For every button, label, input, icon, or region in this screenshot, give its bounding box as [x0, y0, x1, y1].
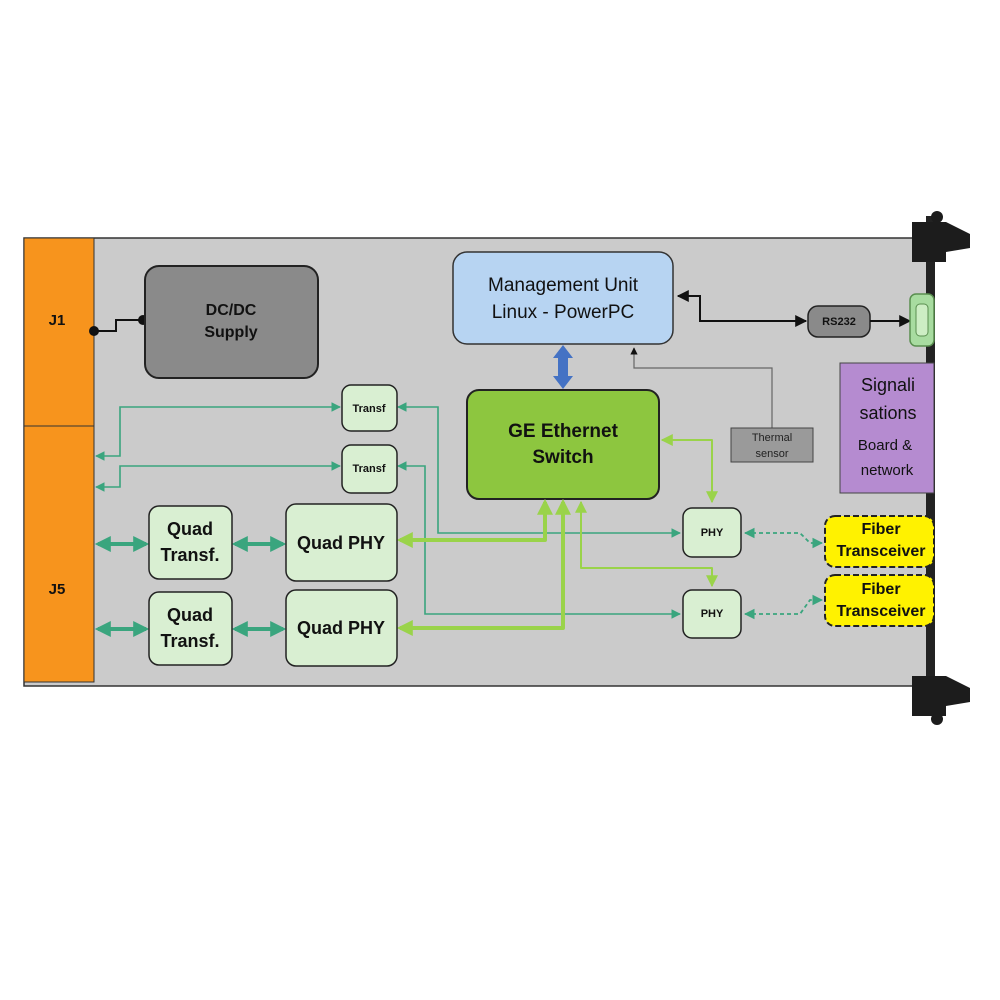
transf-block-2 [341, 444, 398, 494]
fiber-1-line1: Fiber [861, 521, 900, 538]
quad-transf-2-line2: Transf. [160, 631, 219, 651]
connector-j5 [23, 425, 95, 683]
quad-transf-block-1 [148, 505, 233, 580]
fiber-1-line2: Transceiver [837, 543, 926, 560]
phy-2-label: PHY [701, 608, 724, 620]
fiber-2-line2: Transceiver [837, 603, 926, 620]
phy-block-1 [682, 507, 742, 558]
wire-dot-j1 [89, 326, 99, 336]
quad-phy-block-1 [285, 503, 398, 582]
thermal-sensor-block [730, 427, 814, 463]
transf-label-2: Transf [352, 463, 385, 475]
fiber-transceiver-block-1 [824, 515, 935, 568]
rs232-port-inner [915, 303, 929, 337]
signalisations-label-line2: sations [859, 403, 916, 423]
quad-transf-1-line1: Quad [167, 519, 213, 539]
signalisations-label-line1: Signali [861, 375, 915, 395]
mgmt-switch-link [553, 345, 573, 389]
connector-j1 [23, 237, 95, 427]
mgmt-rs232-link [676, 290, 808, 327]
dcdc-label-line2: Supply [204, 324, 257, 341]
management-label-line1: Management Unit [488, 275, 639, 296]
connector-j5-label: J5 [49, 581, 66, 598]
quad-phy-1-label: Quad PHY [297, 533, 385, 553]
switch-phy-links [396, 434, 718, 636]
fiber-2-line1: Fiber [861, 581, 900, 598]
signalisations-label-line3: Board & [858, 437, 912, 454]
transf-block-1 [341, 384, 398, 432]
quad-phy-2-label: Quad PHY [297, 618, 385, 638]
dcdc-supply-block [144, 265, 319, 379]
phy-block-2 [682, 589, 742, 639]
thermal-label-line1: Thermal [752, 432, 792, 444]
switch-label-line1: GE Ethernet [508, 421, 618, 442]
thermal-label-line2: sensor [755, 448, 788, 460]
phy-1-label: PHY [701, 527, 724, 539]
dcdc-label-line1: DC/DC [206, 302, 257, 319]
quad-transf-1-line2: Transf. [160, 545, 219, 565]
quad-phy-block-2 [285, 589, 398, 667]
thermal-link [630, 347, 773, 428]
power-wire [94, 319, 143, 332]
connector-j1-label: J1 [49, 312, 66, 329]
ge-ethernet-switch-block [466, 389, 660, 500]
signalisations-label-line4: network [861, 462, 914, 479]
quad-links [94, 536, 287, 637]
fiber-transceiver-block-2 [824, 574, 935, 627]
signalisations-block [839, 362, 935, 494]
switch-label-line2: Switch [532, 447, 593, 468]
rs232-label: RS232 [822, 316, 856, 328]
management-label-line2: Linux - PowerPC [492, 302, 635, 323]
quad-transf-2-line1: Quad [167, 605, 213, 625]
transf-label-1: Transf [352, 403, 385, 415]
quad-transf-block-2 [148, 591, 233, 666]
phy-fiber-links [743, 527, 824, 620]
management-unit-block [452, 251, 674, 345]
